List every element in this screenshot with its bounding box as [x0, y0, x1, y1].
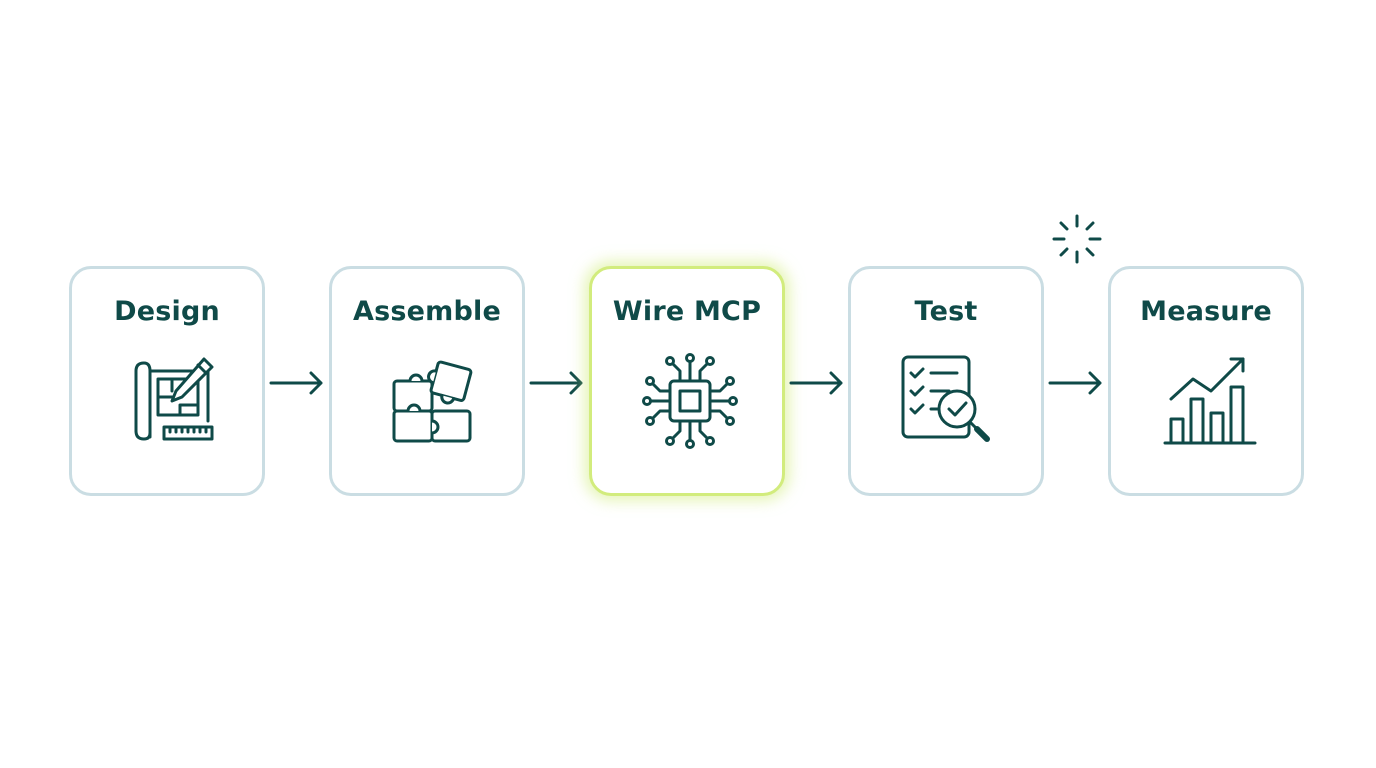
step-label: Wire MCP — [612, 296, 762, 327]
step-design: Design — [69, 266, 265, 496]
step-test: Test — [848, 266, 1044, 496]
arrow-right-icon — [789, 368, 845, 398]
puzzle-icon — [380, 351, 480, 451]
bar-chart-trend-icon — [1159, 351, 1259, 451]
arrow-right-icon — [529, 368, 585, 398]
arrow-right-icon — [1048, 368, 1104, 398]
step-label: Test — [914, 296, 978, 327]
step-label: Design — [114, 296, 220, 327]
arrow-right-icon — [269, 368, 325, 398]
step-label: Measure — [1140, 296, 1272, 327]
sparkle-icon — [1050, 212, 1104, 266]
circuit-chip-icon — [640, 351, 740, 451]
step-wire-mcp: Wire MCP — [589, 266, 785, 496]
step-assemble: Assemble — [329, 266, 525, 496]
checklist-magnifier-icon — [899, 351, 999, 451]
blueprint-pencil-icon — [120, 351, 220, 451]
step-label: Assemble — [353, 296, 501, 327]
step-measure: Measure — [1108, 266, 1304, 496]
